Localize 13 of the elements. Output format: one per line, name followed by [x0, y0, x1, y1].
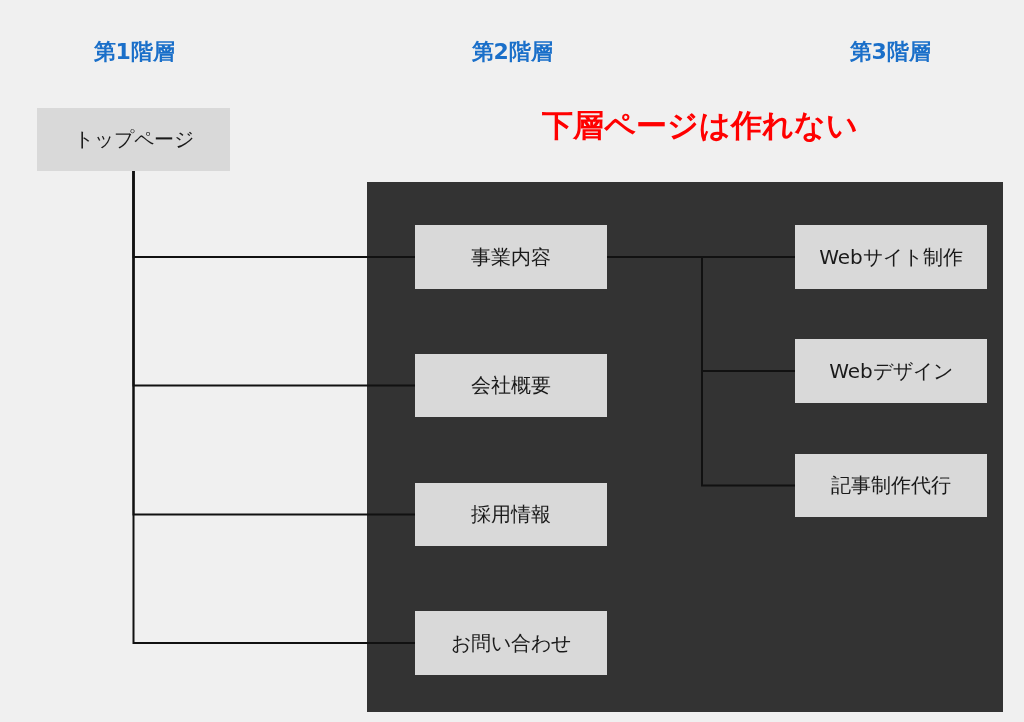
page-box: 採用情報 — [415, 483, 607, 546]
panel-heading: 下層ページは作れない — [542, 107, 858, 145]
column-heading: 第3階層 — [849, 39, 931, 66]
page-box: お問い合わせ — [415, 611, 607, 675]
page-box: Webデザイン — [795, 339, 987, 403]
column-heading: 第2階層 — [471, 39, 553, 66]
page-box: Webサイト制作 — [795, 225, 987, 289]
column-heading: 第1階層 — [93, 39, 175, 66]
page-box: 会社概要 — [415, 354, 607, 417]
page-box: 事業内容 — [415, 225, 607, 289]
page-box: 記事制作代行 — [795, 454, 987, 517]
connector-line — [132, 170, 416, 644]
page-box: トップページ — [37, 108, 230, 171]
